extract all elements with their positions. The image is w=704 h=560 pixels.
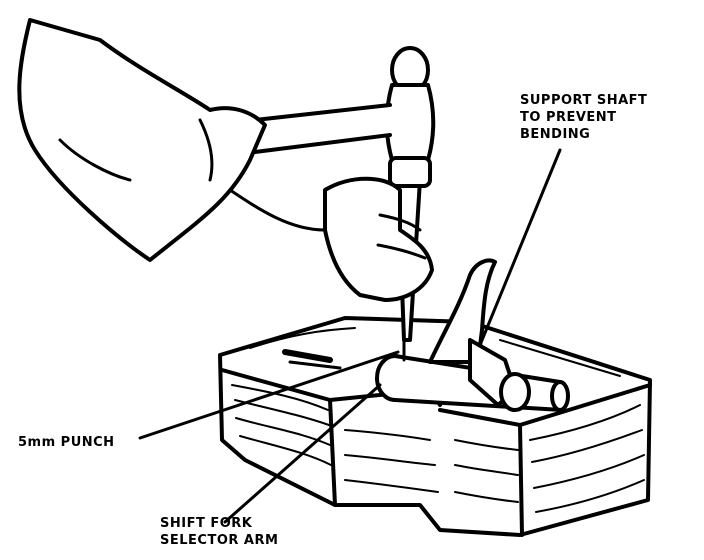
hammer [241,46,436,188]
label-shift-fork-line-2: SELECTOR ARM [160,533,279,548]
leader-punch [138,350,400,440]
label-support-shaft-line-3: BENDING [520,127,591,142]
label-support-shaft-line-1: SUPPORT SHAFT [520,93,648,108]
leader-support-shaft [478,148,562,347]
label-shift-fork: SHIFT FORK SELECTOR ARM [160,515,278,549]
hand-holding-punch [228,176,434,302]
label-punch: 5mm PUNCH [18,434,115,451]
leader-shift-fork [223,383,382,524]
label-shift-fork-line-1: SHIFT FORK [160,516,253,531]
label-punch-text: 5mm PUNCH [18,435,115,450]
hand-holding-hammer [17,18,267,262]
wooden-block [218,316,652,537]
leader-lines [138,148,562,524]
shift-fork-selector-arm [428,258,531,412]
label-support-shaft: SUPPORT SHAFT TO PREVENT BENDING [520,92,647,143]
label-support-shaft-line-2: TO PREVENT [520,110,617,125]
